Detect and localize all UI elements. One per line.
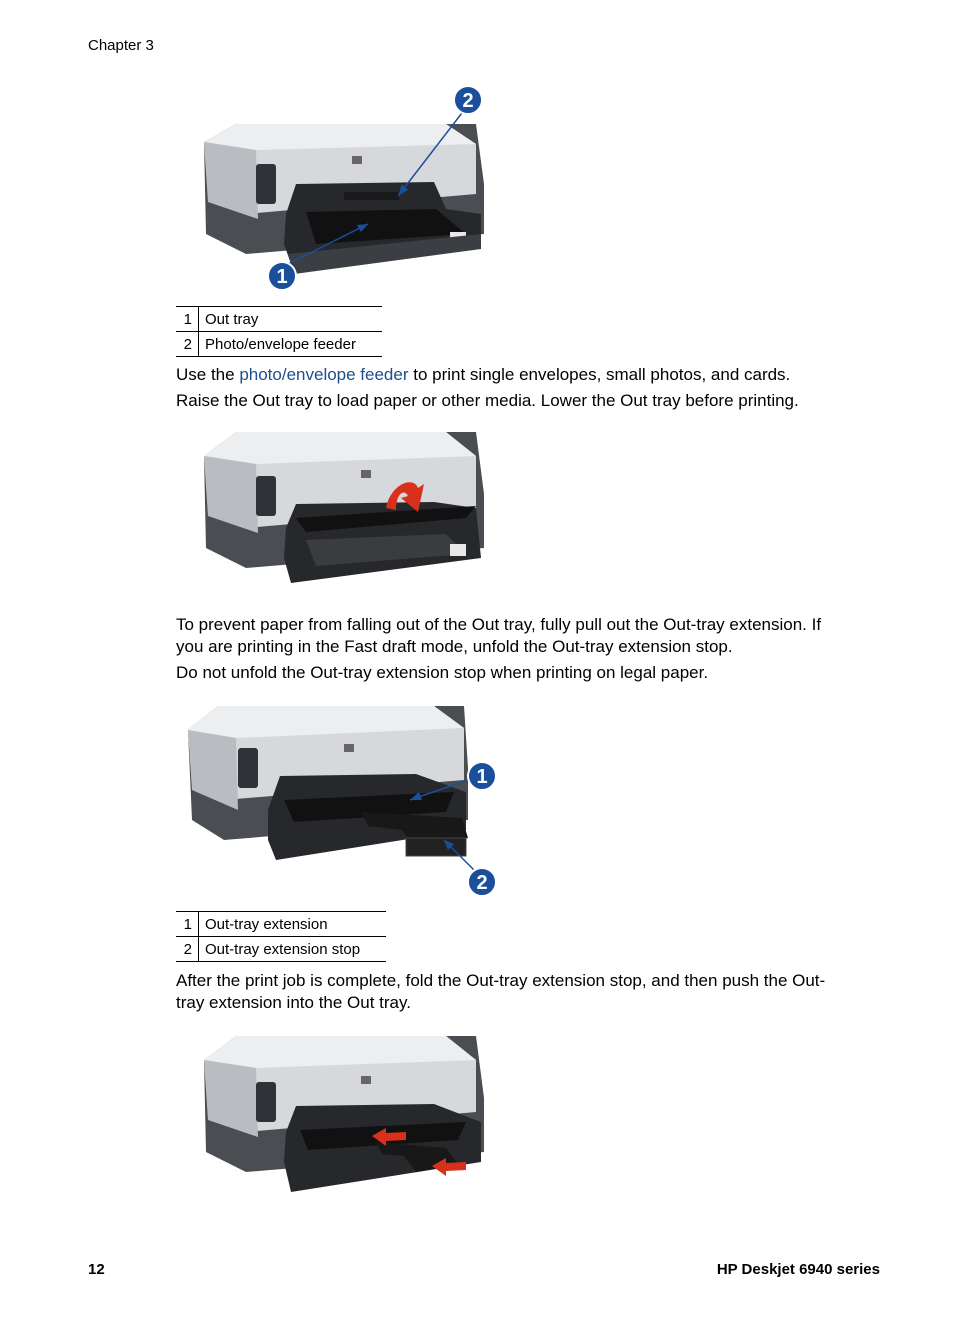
paragraph-text: Use the	[176, 365, 240, 384]
product-name: HP Deskjet 6940 series	[716, 1261, 880, 1278]
paragraph-raise-out-tray: Raise the Out tray to load paper or othe…	[176, 391, 799, 410]
callout-1-number: 1	[476, 766, 487, 788]
callout-1-badge: 1	[467, 761, 497, 791]
paragraph-fold-stop-line-2: tray extension into the Out tray.	[176, 993, 411, 1012]
callout-2-badge: 2	[453, 85, 483, 115]
callouts-figure-1: 2 1	[267, 85, 483, 291]
legend-label: Photo/envelope feeder	[198, 331, 382, 357]
raise-arrow-icon	[386, 482, 424, 512]
figure-3-legend-table: 1 Out-tray extension 2 Out-tray extensio…	[176, 911, 386, 962]
legend-number: 1	[176, 306, 199, 332]
printer-illustration-1	[204, 124, 484, 274]
chapter-label: Chapter 3	[88, 37, 154, 54]
legend-number: 1	[176, 911, 199, 937]
printer-illustration-4	[204, 1036, 484, 1192]
paragraph-legal-paper: Do not unfold the Out-tray extension sto…	[176, 663, 709, 682]
page-number: 12	[88, 1261, 105, 1278]
printer-illustration-2	[204, 432, 484, 583]
table-row: 1 Out-tray extension	[176, 911, 386, 937]
callout-2-badge: 2	[467, 867, 497, 897]
table-row: 2 Out-tray extension stop	[176, 936, 386, 962]
legend-label: Out tray	[198, 306, 382, 332]
paragraph-text: to print single envelopes, small photos,…	[408, 365, 791, 384]
callout-2-number: 2	[476, 872, 487, 894]
table-row: 2 Photo/envelope feeder	[176, 331, 382, 357]
paragraph-photo-feeder: Use the photo/envelope feeder to print s…	[176, 364, 886, 386]
figure-1-legend-table: 1 Out tray 2 Photo/envelope feeder	[176, 306, 382, 357]
photo-envelope-feeder-link[interactable]: photo/envelope feeder	[239, 365, 409, 384]
paragraph-fold-stop-line-1: After the print job is complete, fold th…	[176, 971, 826, 990]
legend-number: 2	[176, 331, 199, 357]
legend-number: 2	[176, 936, 199, 962]
callout-1-number: 1	[276, 266, 287, 288]
paragraph-pull-extension-line-2: you are printing in the Fast draft mode,…	[176, 637, 733, 656]
callouts-figure-3: 1 2	[409, 761, 497, 897]
table-row: 1 Out tray	[176, 306, 382, 332]
callout-2-number: 2	[462, 90, 473, 112]
push-arrow-icon	[372, 1128, 406, 1146]
push-arrow-icon	[432, 1158, 466, 1176]
legend-label: Out-tray extension	[198, 911, 386, 937]
paragraph-pull-extension-line-1: To prevent paper from falling out of the…	[176, 615, 822, 634]
callout-1-badge: 1	[267, 261, 297, 291]
legend-label: Out-tray extension stop	[198, 936, 386, 962]
